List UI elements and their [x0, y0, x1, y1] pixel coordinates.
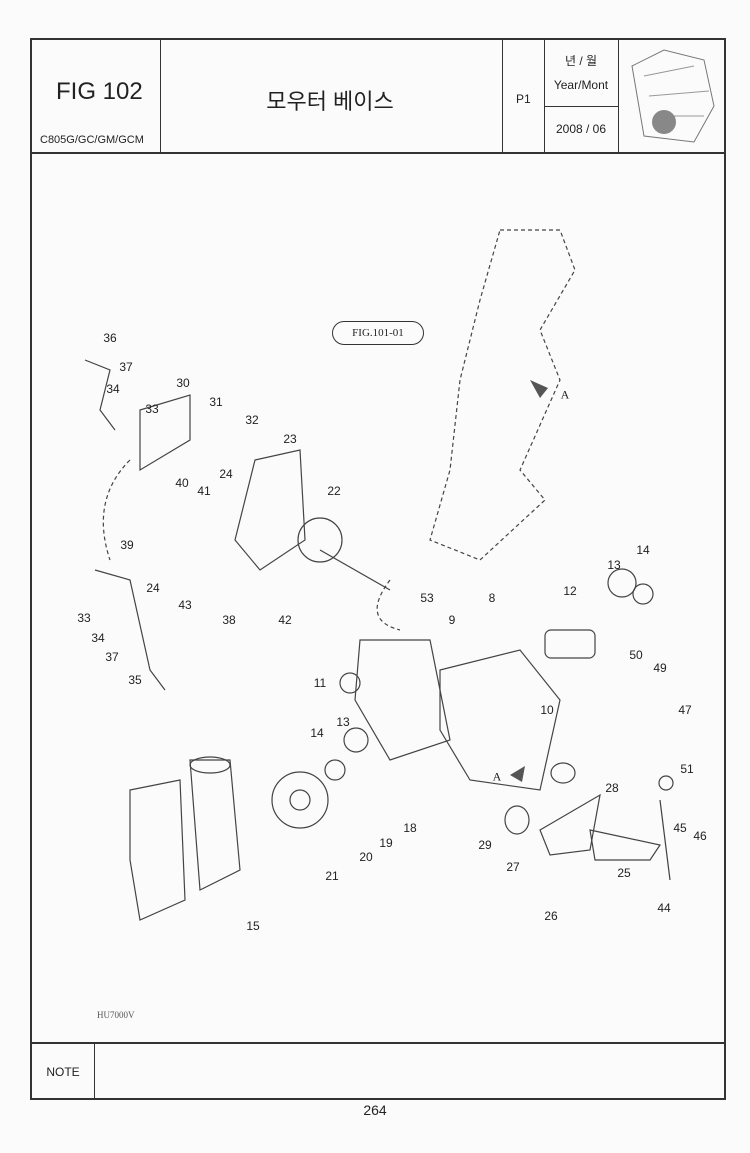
figure-reference-bubble: FIG.101-01 [332, 321, 424, 345]
callout: 14 [636, 543, 650, 557]
callout: 36 [103, 331, 117, 345]
year-month-en: Year/Mont [553, 78, 609, 92]
machine-thumbnail [624, 46, 718, 146]
callout: 11 [313, 676, 327, 690]
callout: 24 [219, 467, 233, 481]
fig-number: FIG 102 [56, 78, 143, 105]
callout: 40 [175, 476, 189, 490]
callout: 37 [105, 650, 119, 664]
callout: 20 [359, 850, 373, 864]
title-cell: 모우터 베이스 [160, 40, 503, 152]
callout: 23 [283, 432, 297, 446]
callout: 27 [506, 860, 520, 874]
callout: 25 [617, 866, 631, 880]
callout: 33 [145, 402, 159, 416]
callout: 31 [209, 395, 223, 409]
callout: 44 [657, 901, 671, 915]
callout: 53 [420, 591, 434, 605]
callout: 29 [478, 838, 492, 852]
callout: 42 [278, 613, 292, 627]
callout: 37 [119, 360, 133, 374]
note-row: NOTE [32, 1042, 724, 1100]
callout: 35 [128, 673, 142, 687]
drawing-code: HU7000V [97, 1010, 135, 1020]
model-list: C805G/GC/GM/GCM [40, 134, 144, 146]
callout: 49 [653, 661, 667, 675]
year-month-kr: 년 / 월 [564, 54, 598, 68]
callout: 34 [91, 631, 105, 645]
callout: 30 [176, 376, 190, 390]
callout: 28 [605, 781, 619, 795]
callout: 39 [120, 538, 134, 552]
callout: 51 [680, 762, 694, 776]
fig-cell: FIG 102 C805G/GC/GM/GCM [32, 40, 161, 152]
callout: 19 [379, 836, 393, 850]
callout: 9 [448, 613, 456, 627]
callout: 12 [563, 584, 577, 598]
callout: 14 [310, 726, 324, 740]
callout: 10 [540, 703, 554, 717]
callout: 22 [327, 484, 341, 498]
callout: 34 [106, 382, 120, 396]
page-number: 264 [363, 1102, 387, 1118]
page-title: 모우터 베이스 [266, 89, 394, 114]
page-frame: FIG 102 C805G/GC/GM/GCM 모우터 베이스 P1 년 / 월… [30, 38, 726, 1100]
callout: 18 [403, 821, 417, 835]
callout: 24 [146, 581, 160, 595]
revision-date: 2008 / 06 [555, 122, 607, 136]
callout: 21 [325, 869, 339, 883]
callout: 46 [693, 829, 707, 843]
callout: 13 [607, 558, 621, 572]
callout: 50 [629, 648, 643, 662]
callout: 32 [245, 413, 259, 427]
callout: 41 [197, 484, 211, 498]
callout: 8 [488, 591, 496, 605]
callout: 38 [222, 613, 236, 627]
callout: 45 [673, 821, 687, 835]
note-label: NOTE [32, 1044, 95, 1100]
callout: 26 [544, 909, 558, 923]
view-marker-a: A [560, 387, 570, 402]
callout: 43 [178, 598, 192, 612]
page-code-cell [502, 40, 545, 152]
callout: 33 [77, 611, 91, 625]
callout: 15 [246, 919, 260, 933]
callout: 47 [678, 703, 692, 717]
page-code: P1 [516, 92, 531, 106]
view-marker-a: A [492, 769, 502, 784]
callout: 13 [336, 715, 350, 729]
date-cell [544, 40, 619, 152]
